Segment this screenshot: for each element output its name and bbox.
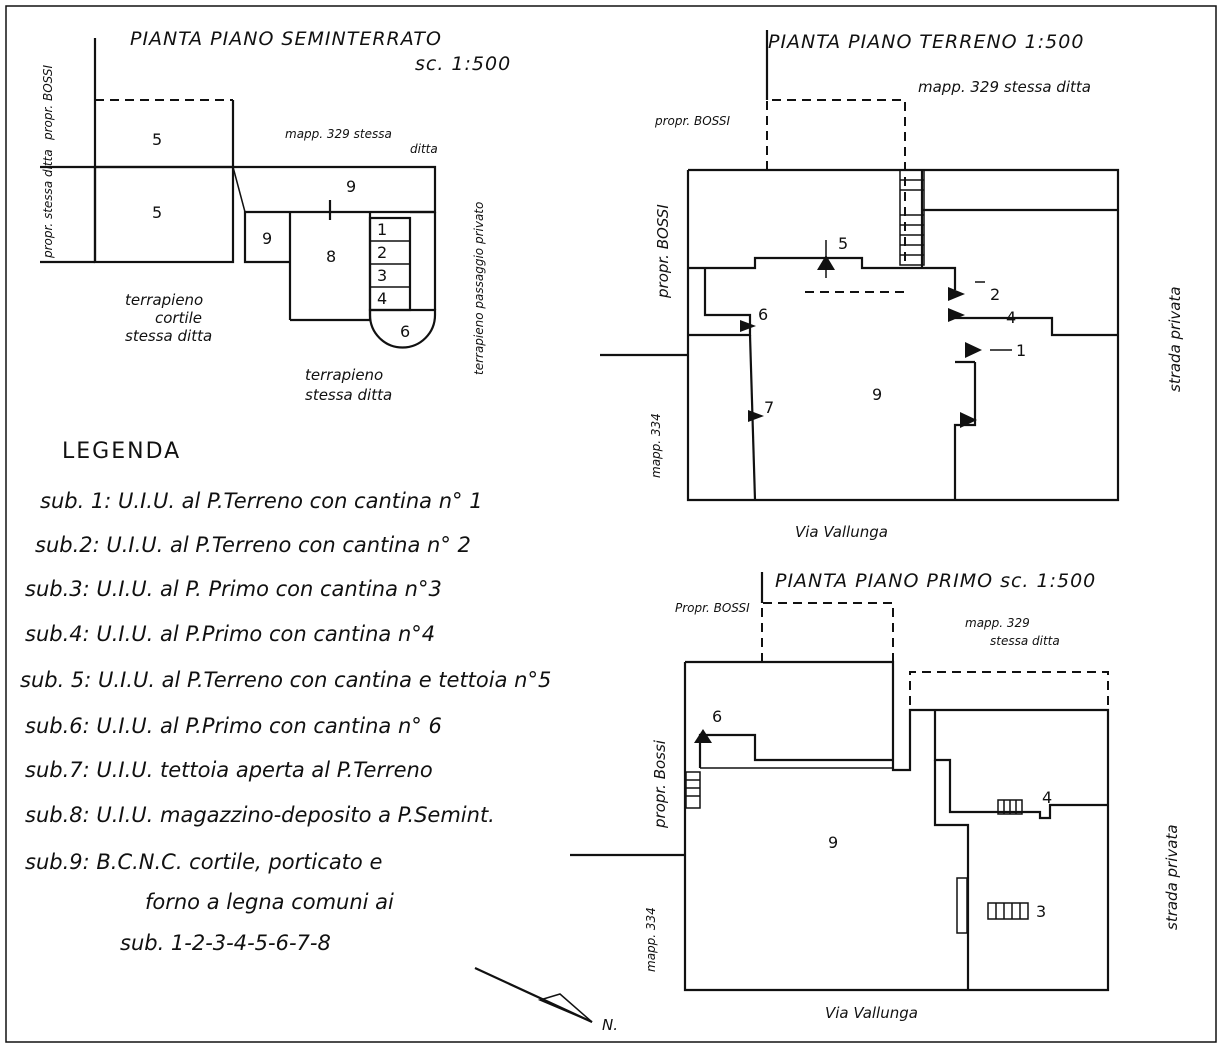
unit-number: 4 [1042,788,1052,807]
unit-number: 8 [326,247,336,266]
unit-number: 9 [346,177,356,196]
legend-item: sub. 5: U.I.U. al P.Terreno con cantina … [20,668,551,692]
dashed-outline [909,671,1109,708]
strada-privata-label: strada privata [1163,824,1181,930]
basement-plan-title: PIANTA PIANO SEMINTERRATO [130,28,442,50]
ground-perimeter [686,168,1120,502]
inner-wall [953,362,977,500]
unit-number: 9 [262,229,272,248]
cellar-number: 1 [377,220,387,239]
propr-stessa-ditta-label: propr. stessa ditta [41,149,55,259]
cellar-number: 3 [377,266,387,285]
wall-element [956,877,968,934]
unit-number: 7 [764,398,774,417]
first-plan-title: PIANTA PIANO PRIMO sc. 1:500 [775,570,1096,592]
unit-number: 2 [990,285,1000,304]
inner-wall [955,316,1118,337]
inner-wall [933,710,1108,820]
passaggio-privato-label: terrapieno passaggio privato [472,202,486,375]
unit-number: 4 [1006,308,1016,327]
unit-number: 3 [1036,902,1046,921]
legend-item: sub.9: B.C.N.C. cortile, porticato e [25,850,382,874]
mapp-329-label: stessa ditta [990,634,1060,648]
cellar-number: 4 [377,289,387,308]
ground-floor-plan: PIANTA PIANO TERRENO 1:500 mapp. 329 ste… [600,30,1184,541]
entrance-arrow-icon [965,342,982,358]
unit-number: 5 [838,234,848,253]
legend-item: sub.6: U.I.U. al P.Primo con cantina n° … [25,714,442,738]
north-label: N. [602,1016,618,1034]
unit-number: 6 [758,305,768,324]
via-vallunga-label: Via Vallunga [825,1004,918,1022]
entrance-arrow-icon [740,320,756,332]
entrance-arrow-icon [960,412,977,428]
entrance-arrow-icon [948,287,965,301]
first-perimeter [683,660,1110,992]
unit-number: 5 [152,130,162,149]
propr-bossi-label: Propr. BOSSI [675,601,750,615]
staircase [987,902,1029,920]
legend-item: sub.8: U.I.U. magazzino-deposito a P.Sem… [25,803,495,827]
entrance-arrow-icon [748,410,764,422]
inner-wall [688,256,957,290]
propr-bossi-label: propr. BOSSI [41,65,55,141]
inner-wall [933,760,970,990]
sheet-frame [5,5,1217,1043]
mapp-329-label: mapp. 329 [965,616,1030,630]
propr-bossi-label: propr. BOSSI [654,114,730,128]
via-vallunga-label: Via Vallunga [795,523,888,541]
cellar-number: 2 [377,243,387,262]
legend-item: sub.4: U.I.U. al P.Primo con cantina n°4 [25,622,435,646]
unit-number: 6 [712,707,722,726]
mapp-334-label: mapp. 334 [644,907,658,972]
legend-item: sub. 1: U.I.U. al P.Terreno con cantina … [40,489,483,513]
unit-number: 5 [152,203,162,222]
mapp-329-label: mapp. 329 stessa [285,127,392,141]
strada-privata-label: strada privata [1166,286,1184,392]
room-5-lower [93,165,235,264]
inner-wall [698,733,893,768]
basement-plan: PIANTA PIANO SEMINTERRATO sc. 1:500 prop… [40,28,511,404]
cellar-number: 6 [400,322,410,341]
legend: LEGENDA sub. 1: U.I.U. al P.Terreno con … [20,439,551,955]
legend-item: sub. 1-2-3-4-5-6-7-8 [120,931,331,955]
propr-bossi-label: propr. BOSSI [654,204,672,299]
staircase [685,771,701,809]
mapp-329-label: ditta [410,142,438,156]
entrance-arrow-icon [694,729,712,743]
unit-number: 1 [1016,341,1026,360]
legend-item: sub.2: U.I.U. al P.Terreno con cantina n… [35,533,471,557]
cortile-label: cortile [155,309,202,327]
north-arrow-icon [537,993,593,1023]
dashed-outline [766,99,906,268]
legend-item: forno a legna comuni ai [145,890,394,914]
cortile-label: stessa ditta [125,327,212,345]
north-arrow: N. [474,967,618,1034]
staircase [997,799,1023,815]
terrapieno-label: stessa ditta [305,386,392,404]
legend-title: LEGENDA [62,439,181,464]
first-floor-plan: PIANTA PIANO PRIMO sc. 1:500 Propr. BOSS… [570,570,1181,1022]
staircase [899,169,925,266]
terrapieno-label: terrapieno [305,366,383,384]
inner-wall [688,268,752,337]
wall [232,166,246,213]
legend-item: sub.7: U.I.U. tettoia aperta al P.Terren… [25,758,433,782]
corridor-9 [233,165,437,264]
mapp-329-label: mapp. 329 stessa ditta [918,78,1091,96]
unit-number: 9 [828,833,838,852]
entrance-arrow-icon [948,308,965,322]
ground-plan-title: PIANTA PIANO TERRENO 1:500 [768,31,1084,53]
cortile-label: terrapieno [125,291,203,309]
unit-number: 9 [872,385,882,404]
propr-bossi-label: propr. Bossi [651,739,669,829]
basement-plan-scale: sc. 1:500 [415,53,511,75]
room-8 [290,212,372,322]
dashed-outline [761,602,894,662]
mapp-334-label: mapp. 334 [649,413,663,478]
room-6-cellar [368,308,437,349]
legend-item: sub.3: U.I.U. al P. Primo con cantina n°… [25,577,442,601]
